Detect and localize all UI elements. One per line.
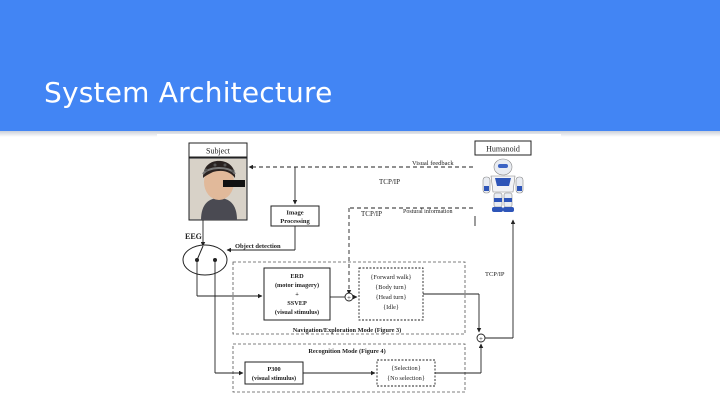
subject-block: Subject	[188, 142, 248, 221]
erd-line2: (motor imagery)	[275, 282, 319, 289]
recognition-mode-frame	[232, 343, 466, 393]
architecture-diagram: Subject Humanoid	[157, 134, 561, 400]
cmd-forward-walk: {Forward walk}	[370, 274, 411, 281]
postural-info-label: Postural information	[403, 208, 453, 215]
tcpip-right-label: TCP/IP	[485, 271, 505, 278]
navigation-mode-frame	[232, 261, 466, 335]
navigation-commands-block: {Forward walk} {Body turn} {Head turn} {…	[358, 267, 424, 321]
eeg-label: EEG	[185, 232, 202, 241]
p300-block: P300 (visual stimulus)	[244, 361, 304, 385]
selection-line2: {No selection}	[387, 375, 425, 382]
cmd-body-turn: {Body turn}	[375, 284, 406, 291]
erd-line5: (visual stimulus)	[275, 309, 319, 316]
cmd-idle: {Idle}	[383, 304, 399, 311]
sum-symbol-2: +	[479, 335, 483, 343]
sum-junction-output: +	[476, 333, 486, 343]
erd-line3: +	[295, 291, 299, 298]
tcpip-mid-label: TCP/IP	[361, 210, 382, 218]
sum-symbol-1: +	[347, 294, 351, 302]
image-processing-line1: Image	[286, 210, 303, 217]
cmd-head-turn: {Head turn}	[375, 294, 406, 301]
object-detection-label: Object detection	[235, 243, 281, 250]
humanoid-block: Humanoid	[474, 140, 532, 212]
slide-header	[0, 0, 720, 131]
selection-block: {Selection} {No selection}	[376, 359, 436, 387]
subject-photo	[188, 157, 248, 221]
subject-label: Subject	[206, 147, 231, 156]
humanoid-label: Humanoid	[486, 145, 520, 154]
image-processing-line2: Processing	[280, 218, 310, 225]
erd-line4: SSVEP	[287, 300, 307, 307]
slide-title: System Architecture	[44, 76, 333, 109]
erd-line1: ERD	[290, 273, 304, 280]
p300-line1: P300	[267, 366, 280, 373]
mode-switch	[182, 244, 228, 276]
tcpip-top-label: TCP/IP	[379, 178, 400, 186]
navigation-mode-label: Navigation/Exploration Mode (Figure 3)	[293, 327, 402, 334]
selection-line1: {Selection}	[391, 365, 420, 372]
recognition-mode-label: Recognition Mode (Figure 4)	[308, 348, 385, 355]
visual-feedback-label: Visual feedback	[412, 160, 454, 167]
humanoid-robot-illustration	[482, 158, 524, 212]
p300-line2: (visual stimulus)	[252, 375, 296, 382]
erd-ssvep-block: ERD (motor imagery) + SSVEP (visual stim…	[263, 267, 331, 321]
image-processing-block: Image Processing	[270, 205, 320, 227]
